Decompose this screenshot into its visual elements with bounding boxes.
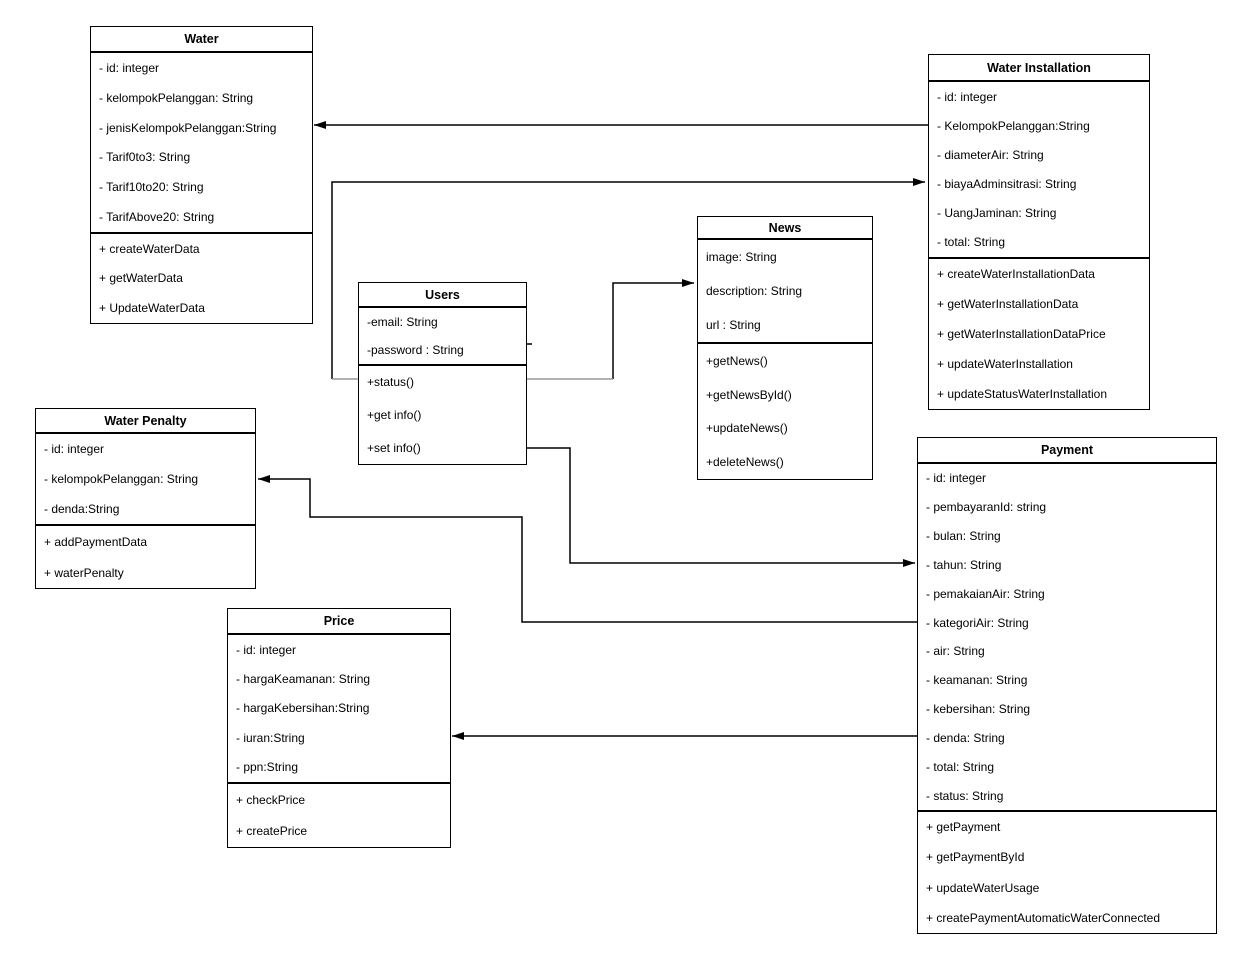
method-row: + getPaymentById <box>926 850 1025 865</box>
class-water-installation-attrs-section: - id: integer - KelompokPelanggan:String -… <box>929 82 1149 259</box>
method-row: +deleteNews() <box>706 455 784 470</box>
attribute-row: - id: integer <box>926 471 987 486</box>
attribute-row: - id: integer <box>937 89 998 104</box>
class-title-news: News <box>698 217 872 240</box>
method-row: + UpdateWaterData <box>99 301 205 316</box>
class-title-water-installation: Water Installation <box>929 55 1149 82</box>
attribute-row: image: String <box>706 250 777 264</box>
class-water-installation-methods-section: + createWaterInstallationData + getWaterI… <box>929 259 1149 409</box>
class-water-penalty-methods-section: + addPaymentData + waterPenalty <box>36 526 255 588</box>
attribute-row: - id: integer <box>236 642 297 657</box>
class-water-penalty[interactable]: Water Penalty - id: integer - kelompokPela… <box>35 408 256 589</box>
class-users[interactable]: Users -email: String -password : String +st… <box>358 282 527 465</box>
attribute-row: - tahun: String <box>926 557 1002 572</box>
attribute-row: - id: integer <box>99 60 160 75</box>
method-row: +updateNews() <box>706 421 788 436</box>
class-news-attrs-section: image: String description: String url : St… <box>698 240 872 344</box>
method-row: + updateStatusWaterInstallation <box>937 387 1107 401</box>
method-row: + waterPenalty <box>44 565 124 580</box>
class-payment-attrs-section: - id: integer - pembayaranId: string - bul… <box>918 464 1216 812</box>
method-row: + createWaterInstallationData <box>937 267 1095 281</box>
attribute-row: - hargaKeamanan: String <box>236 672 371 687</box>
method-row: + updateWaterInstallation <box>937 357 1073 371</box>
class-water-penalty-attrs-section: - id: integer - kelompokPelanggan: String… <box>36 434 255 526</box>
attribute-row: - ppn:String <box>236 760 299 775</box>
attribute-row: - total: String <box>937 235 1006 250</box>
class-water-attrs-section: - id: integer - kelompokPelanggan: String… <box>91 53 312 234</box>
attribute-row: - id: integer <box>44 442 105 456</box>
attribute-row: - kelompokPelanggan: String <box>44 472 199 486</box>
attribute-row: - iuran:String <box>236 730 305 745</box>
class-users-methods-section: +status() +get info() +set info() <box>359 366 526 464</box>
class-price-attrs-section: - id: integer - hargaKeamanan: String - ha… <box>228 635 450 784</box>
attribute-row: description: String <box>706 284 803 298</box>
attribute-row: - air: String <box>926 644 985 659</box>
attribute-row: - Tarif0to3: String <box>99 150 191 165</box>
method-row: +set info() <box>367 440 421 455</box>
class-price-methods-section: + checkPrice + createPrice <box>228 784 450 847</box>
method-row: + updateWaterUsage <box>926 880 1040 895</box>
connector-payment-to-water-penalty[interactable] <box>258 475 917 623</box>
class-users-attrs-section: -email: String -password : String <box>359 308 526 366</box>
connector-users-to-news[interactable] <box>612 279 694 379</box>
attribute-row: - pemakaianAir: String <box>926 586 1045 601</box>
class-title-water: Water <box>91 27 312 53</box>
attribute-row: - kategoriAir: String <box>926 615 1029 630</box>
class-news-methods-section: +getNews() +getNewsById() +updateNews() +de… <box>698 344 872 479</box>
method-row: + createPrice <box>236 824 308 839</box>
method-row: + createWaterData <box>99 241 200 256</box>
class-title-payment: Payment <box>918 438 1216 464</box>
attribute-row: -email: String <box>367 315 438 329</box>
class-water-installation[interactable]: Water Installation - id: integer - Kelompo… <box>928 54 1150 410</box>
connector-users-to-water-installation[interactable] <box>331 178 925 379</box>
method-row: + getWaterInstallationDataPrice <box>937 327 1106 341</box>
attribute-row: - denda:String <box>44 502 120 516</box>
attribute-row: -password : String <box>367 343 464 357</box>
class-water[interactable]: Water - id: integer - kelompokPelanggan: S… <box>90 26 313 324</box>
method-row: +getNews() <box>706 353 768 368</box>
class-title-water-penalty: Water Penalty <box>36 409 255 434</box>
attribute-row: - pembayaranId: string <box>926 500 1047 515</box>
method-row: + getWaterInstallationData <box>937 297 1079 311</box>
attribute-row: - status: String <box>926 788 1004 803</box>
class-title-users: Users <box>359 283 526 308</box>
attribute-row: - denda: String <box>926 730 1005 745</box>
attribute-row: url : String <box>706 318 761 332</box>
method-row: + addPaymentData <box>44 534 148 549</box>
method-row: + getPayment <box>926 820 1001 835</box>
attribute-row: - hargaKebersihan:String <box>236 701 370 716</box>
attribute-row: - Tarif10to20: String <box>99 180 204 195</box>
method-row: +get info() <box>367 407 422 422</box>
attribute-row: - UangJaminan: String <box>937 206 1057 221</box>
class-water-methods-section: + createWaterData + getWaterData + UpdateW… <box>91 234 312 323</box>
attribute-row: - TarifAbove20: String <box>99 210 215 225</box>
class-title-price: Price <box>228 609 450 635</box>
class-price[interactable]: Price - id: integer - hargaKeamanan: Strin… <box>227 608 451 848</box>
class-payment[interactable]: Payment - id: integer - pembayaranId: stri… <box>917 437 1217 934</box>
method-row: +getNewsById() <box>706 387 792 402</box>
method-row: +status() <box>367 375 415 390</box>
class-news[interactable]: News image: String description: String url … <box>697 216 873 480</box>
method-row: + getWaterData <box>99 271 183 286</box>
attribute-row: - kebersihan: String <box>926 702 1031 717</box>
attribute-row: - biayaAdminsitrasi: String <box>937 177 1077 192</box>
connector-users-to-payment[interactable] <box>527 447 915 567</box>
method-row: + checkPrice <box>236 792 306 807</box>
class-payment-methods-section: + getPayment + getPaymentById + updateWate… <box>918 812 1216 933</box>
attribute-row: - total: String <box>926 759 995 774</box>
attribute-row: - kelompokPelanggan: String <box>99 90 254 105</box>
method-row: + createPaymentAutomaticWaterConnected <box>926 910 1161 925</box>
attribute-row: - bulan: String <box>926 529 1001 544</box>
attribute-row: - keamanan: String <box>926 673 1028 688</box>
attribute-row: - diameterAir: String <box>937 147 1044 162</box>
attribute-row: - KelompokPelanggan:String <box>937 118 1090 133</box>
attribute-row: - jenisKelompokPelanggan:String <box>99 120 277 135</box>
